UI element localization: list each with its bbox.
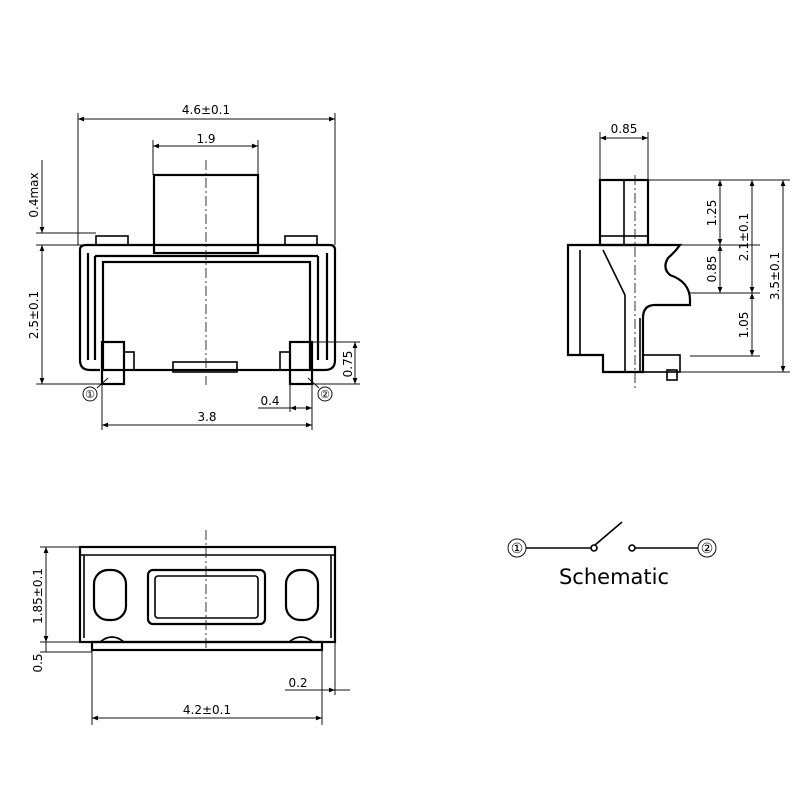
schematic: ① ② Schematic [507, 521, 717, 589]
side-lead [666, 369, 678, 381]
schematic-pin-2-marker [697, 538, 717, 558]
front-base [90, 640, 324, 652]
side-body [566, 243, 692, 374]
terminal-2 [288, 340, 314, 386]
front-length-label: 4.2±0.1 [183, 703, 231, 717]
top-bump-left [95, 235, 129, 246]
front-foot-label: 0.5 [31, 653, 45, 672]
top-bump-right [284, 235, 318, 246]
front-offset-label: 0.2 [288, 676, 307, 690]
schematic-pin-1-label: ① [511, 541, 524, 557]
body-inner-frame [93, 254, 320, 360]
width-dim-label: 4.6±0.1 [182, 103, 230, 117]
schematic-pin-2-label: ② [701, 541, 714, 557]
pin-1-label: ① [85, 388, 95, 401]
pin-2-marker [317, 386, 333, 402]
max-dim-label: 0.4max [27, 172, 41, 217]
side-actuator-height-label: 1.25 [705, 200, 719, 227]
front-view: 1.85±0.1 0.5 0.2 4.2±0.1 [31, 530, 350, 725]
bottom-slot [172, 361, 238, 373]
front-height-label: 1.85±0.1 [31, 568, 45, 624]
side-lower-label: 1.05 [737, 312, 751, 339]
front-hole-right [284, 568, 320, 622]
front-button [146, 568, 267, 626]
pin-2-label: ② [320, 388, 330, 401]
body-cavity [101, 260, 312, 372]
side-view: 0.85 1.25 0.85 1.05 2.1±0.1 3.5±0.1 [566, 122, 790, 390]
schematic-label: Schematic [559, 565, 669, 589]
height-dim-label: 2.5±0.1 [27, 291, 41, 339]
terminal-1 [100, 340, 126, 386]
schematic-switch-lever [594, 521, 623, 546]
side-total-height-label: 3.5±0.1 [768, 252, 782, 300]
side-upper-height-label: 2.1±0.1 [737, 213, 751, 261]
front-body [78, 545, 337, 644]
pitch-dim-label: 3.8 [197, 410, 216, 424]
side-actuator-width-label: 0.85 [611, 122, 638, 136]
pad-height-label: 0.75 [341, 351, 355, 378]
body-outline [78, 243, 337, 372]
front-hole-left [92, 568, 128, 622]
pin-1-marker [82, 386, 98, 402]
actuator-dim-label: 1.9 [196, 132, 215, 146]
top-view: 4.6±0.1 1.9 0.4max 2.5±0.1 [27, 103, 360, 430]
side-notch-label: 0.85 [705, 256, 719, 283]
pad-width-label: 0.4 [260, 394, 279, 408]
